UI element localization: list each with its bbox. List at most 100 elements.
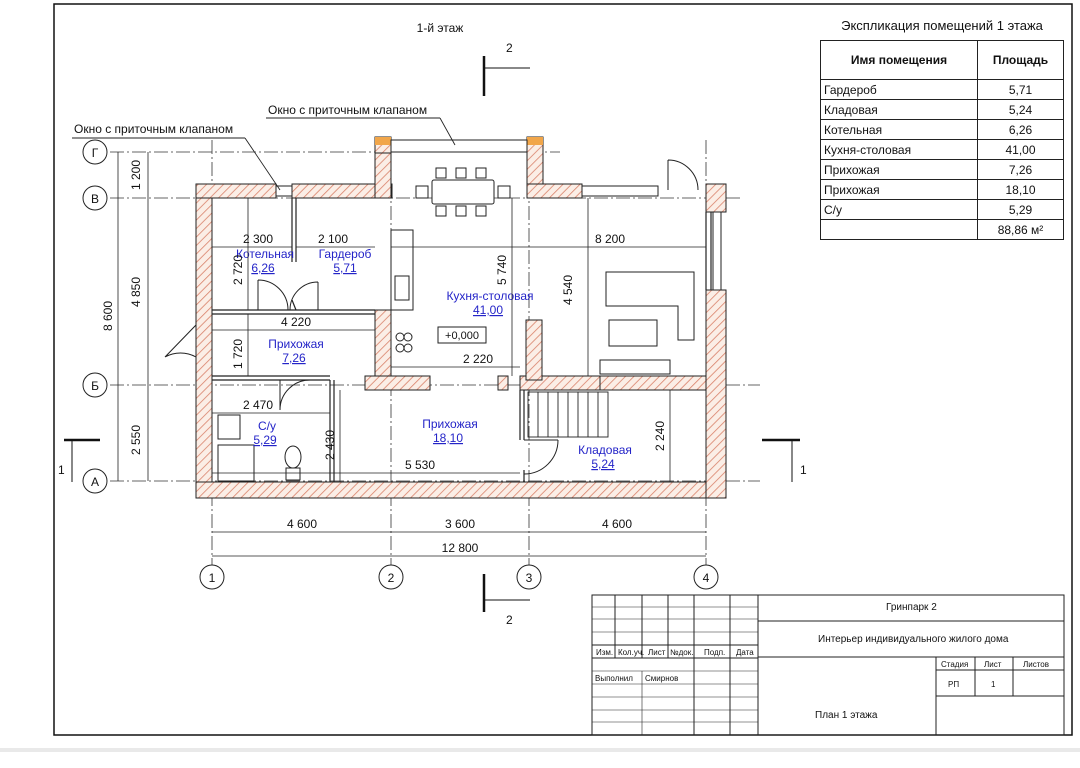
axis-label-row-v: В xyxy=(91,192,99,206)
room-area-garderob: 5,71 xyxy=(333,261,357,275)
level-mark: +0,000 xyxy=(445,330,479,342)
stamp-hdr-podp: Подп. xyxy=(704,648,726,657)
section-labels: 2 2 1 1 xyxy=(58,41,807,627)
axis-label-col-4: 4 xyxy=(703,571,710,585)
dimension-lines xyxy=(117,152,706,557)
stamp-sheet-name: План 1 этажа xyxy=(815,710,878,721)
axis-label-row-g: Г xyxy=(92,146,99,160)
stamp-hdr-izm: Изм. xyxy=(596,648,614,657)
room-name-kladovaya: Кладовая xyxy=(578,443,632,457)
room-name-cell: С/у xyxy=(820,199,978,220)
dim-1200: 1 200 xyxy=(129,160,143,190)
section-label-right: 1 xyxy=(800,463,807,477)
axis-bubbles xyxy=(82,139,719,590)
callout-window-left: Окно с приточным клапаном xyxy=(74,122,233,136)
dim-2100: 2 100 xyxy=(318,232,348,246)
callout-window-top: Окно с приточным клапаном xyxy=(268,103,427,117)
room-name-kuhnya: Кухня-столовая xyxy=(446,289,533,303)
room-name-cell: Прихожая xyxy=(820,159,978,180)
furniture xyxy=(217,167,695,482)
room-name-cell: Кухня-столовая xyxy=(820,139,978,160)
dim-2470: 2 470 xyxy=(243,398,273,412)
dim-2220: 2 220 xyxy=(463,352,493,366)
room-area-cell: 5,24 xyxy=(977,99,1064,120)
room-name-garderob: Гардероб xyxy=(319,247,372,261)
level-mark-box xyxy=(437,326,487,344)
dim-2430: 2 430 xyxy=(323,430,337,460)
dim-2240: 2 240 xyxy=(653,421,667,451)
room-area-cell: 5,71 xyxy=(977,79,1064,100)
dim-3600: 3 600 xyxy=(445,517,475,531)
walls xyxy=(195,136,727,499)
room-area-su: 5,29 xyxy=(253,433,277,447)
dim-4220: 4 220 xyxy=(281,315,311,329)
dim-2300: 2 300 xyxy=(243,232,273,246)
sheet-frame xyxy=(53,3,1073,736)
corner-sofa xyxy=(605,271,695,341)
room-area-kladovaya: 5,24 xyxy=(591,457,615,471)
dim-4850: 4 850 xyxy=(129,277,143,307)
room-area-prihozhaya-small: 7,26 xyxy=(282,351,306,365)
dim-8600: 8 600 xyxy=(101,301,115,331)
room-area-cell: 41,00 xyxy=(977,139,1064,160)
staircase xyxy=(527,391,609,438)
windows xyxy=(275,139,722,291)
explication-total-row: 88,86 м² xyxy=(820,219,1064,240)
room-area-cell: 7,26 xyxy=(977,159,1064,180)
stamp-performed-name: Смирнов xyxy=(645,674,679,683)
washbasin xyxy=(217,414,241,440)
stamp-sheets-label: Листов xyxy=(1023,660,1049,669)
stamp-title: Интерьер индивидуального жилого дома xyxy=(818,634,1009,645)
dim-5740: 5 740 xyxy=(495,255,509,285)
dim-4600-left: 4 600 xyxy=(287,517,317,531)
coffee-table xyxy=(608,319,658,347)
room-name-kotelnaya: Котельная xyxy=(236,247,294,261)
toilet xyxy=(284,445,302,469)
axis-label-col-3: 3 xyxy=(526,571,533,585)
room-name-cell: Прихожая xyxy=(820,179,978,200)
axis-labels: Г В Б А 1 2 3 4 xyxy=(91,146,710,585)
dining-table xyxy=(431,179,495,205)
axis-label-row-a: А xyxy=(91,475,99,489)
explication-title: Экспликация помещений 1 этажа xyxy=(841,18,1043,33)
stamp-hdr-koluch: Кол.уч. xyxy=(618,648,645,657)
stamp-sheet: 1 xyxy=(991,680,996,689)
section-label-top: 2 xyxy=(506,41,513,55)
axis-label-row-b: Б xyxy=(91,379,99,393)
dim-4600-right: 4 600 xyxy=(602,517,632,531)
dim-8200: 8 200 xyxy=(595,232,625,246)
tv-stand xyxy=(599,359,671,375)
next-page-edge xyxy=(0,752,1080,768)
explication-col-name: Имя помещения xyxy=(820,40,978,80)
explication-col-area: Площадь xyxy=(977,40,1064,80)
stamp-project: Гринпарк 2 xyxy=(886,602,937,613)
section-label-bottom: 2 xyxy=(506,613,513,627)
shower-tray xyxy=(217,444,255,482)
room-area-kuhnya: 41,00 xyxy=(473,303,503,317)
dim-2720: 2 720 xyxy=(231,255,245,285)
section-label-left: 1 xyxy=(58,463,65,477)
room-labels: Котельная 6,26 Гардероб 5,71 Кухня-столо… xyxy=(236,247,632,471)
title-block xyxy=(591,594,1065,736)
room-area-cell: 6,26 xyxy=(977,119,1064,140)
stamp-sheet-label: Лист xyxy=(984,660,1002,669)
room-name-su: С/у xyxy=(258,419,276,433)
total-area-cell: 88,86 м² xyxy=(977,219,1064,240)
stamp-hdr-ndok: №док. xyxy=(670,648,694,657)
room-name-prihozhaya-big: Прихожая xyxy=(422,417,478,431)
stamp-hdr-data: Дата xyxy=(736,648,754,657)
room-area-kotelnaya: 6,26 xyxy=(251,261,275,275)
stamp-stage: РП xyxy=(948,680,960,689)
wall-corners xyxy=(375,137,543,145)
stamp-hdr-list: Лист xyxy=(648,648,666,657)
floor-title: 1-й этаж xyxy=(417,21,464,35)
axis-label-col-2: 2 xyxy=(388,571,395,585)
explication-header-row: Имя помещения Площадь xyxy=(820,40,1064,80)
callout-leaders xyxy=(72,117,456,191)
room-name-cell: Гардероб xyxy=(820,79,978,100)
